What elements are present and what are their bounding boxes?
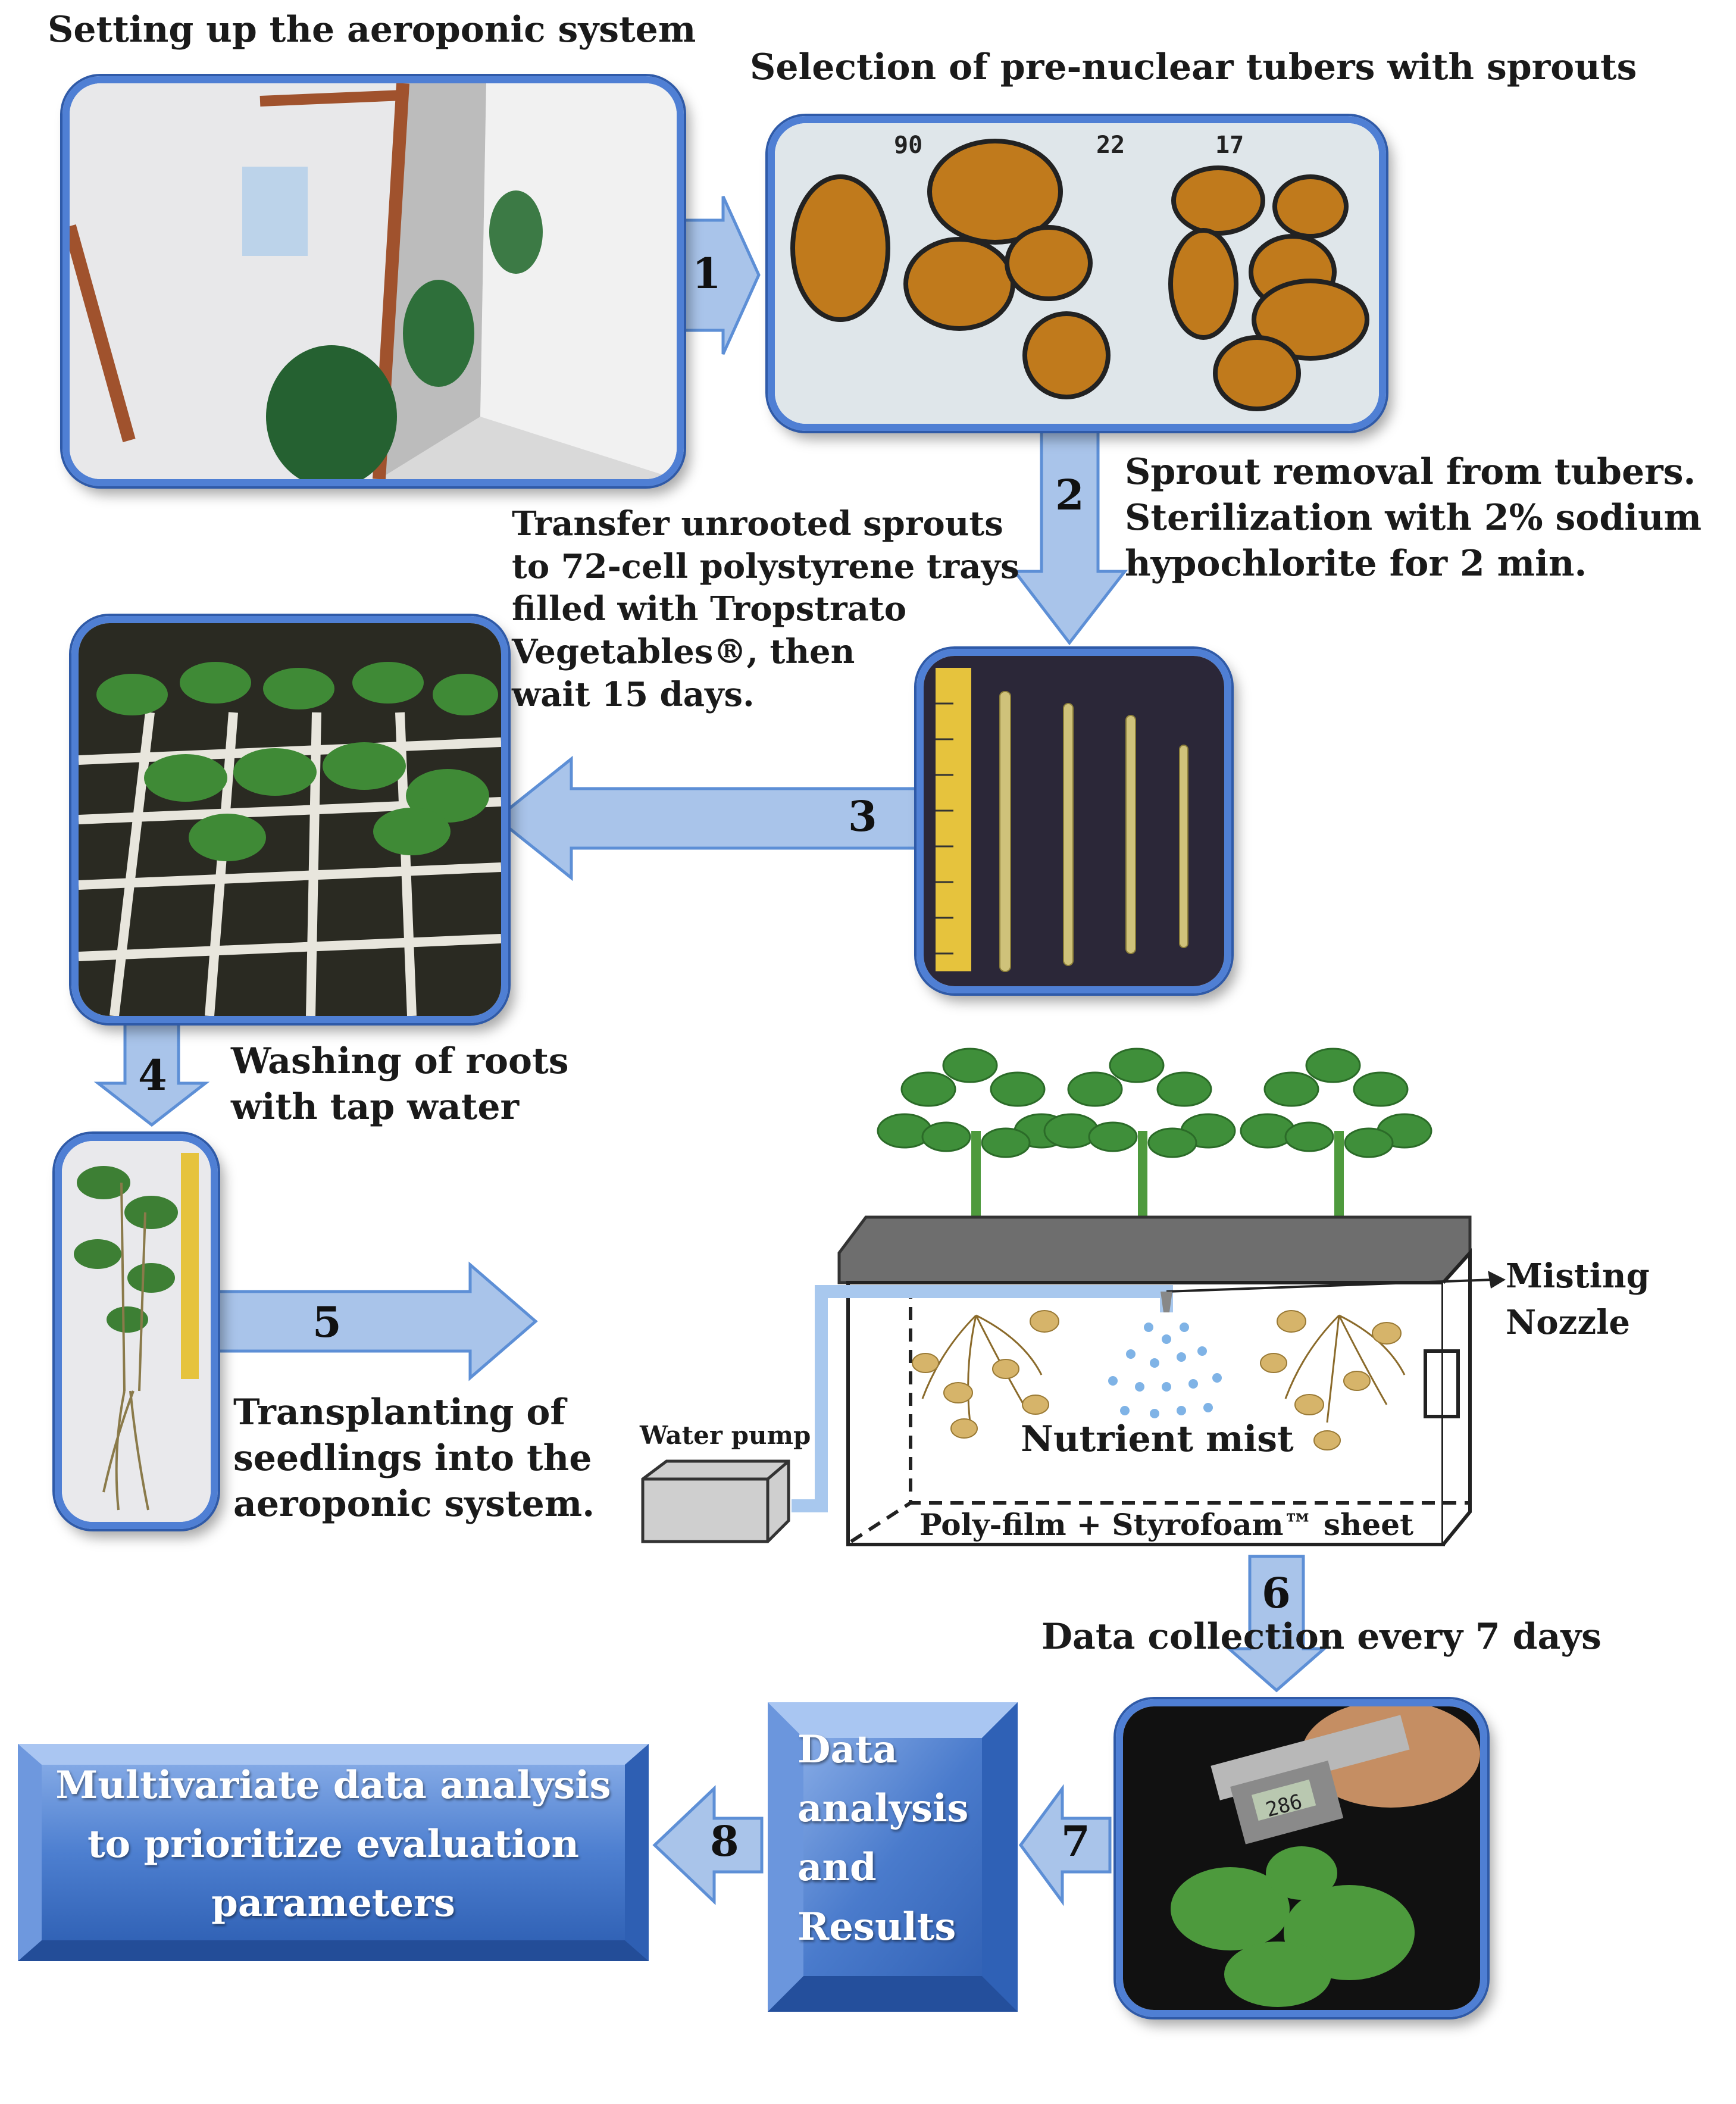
arrow-5 (215, 1261, 538, 1381)
step-number-3: 3 (848, 792, 877, 841)
arrow-6 (1225, 1555, 1328, 1693)
step-number-8: 8 (710, 1817, 739, 1866)
step4-text: Washing of roots with tap water (231, 1040, 569, 1128)
mist-droplets (1108, 1323, 1222, 1418)
tuber-label-1: 90 (894, 132, 922, 159)
step-number-6: 6 (1262, 1568, 1291, 1618)
arrow-3 (494, 755, 918, 881)
water-pump-label: Water pump (640, 1421, 811, 1450)
box-body (846, 1281, 1445, 1546)
title-setup: Setting up the aeroponic system (48, 9, 696, 51)
step-number-7: 7 (1061, 1817, 1090, 1866)
step6-text: Data collection every 7 days (1041, 1616, 1602, 1658)
nutrient-mist-label: Nutrient mist (1021, 1418, 1294, 1460)
step-number-2: 2 (1055, 470, 1084, 520)
tuber-label-2: 22 (1096, 132, 1125, 159)
box-lid (837, 1215, 1472, 1284)
step-number-4: 4 (138, 1051, 167, 1100)
photo-seedling-trays (71, 616, 508, 1023)
step2-text: Sprout removal from tubers. Sterilizatio… (1125, 451, 1702, 584)
plant-foliage (877, 1048, 1432, 1232)
multivariate-box: Multivariate data analysis to prioritize… (55, 1763, 611, 1926)
aeroponic-diagram (641, 1048, 1506, 1546)
roots-tubers (921, 1314, 1406, 1423)
step5-text: Transplanting of seedlings into the aero… (233, 1392, 595, 1525)
photo-caliper-measurement: 286 (1116, 1699, 1487, 2017)
polyfilm-label: Poly-film + Styrofoam™ sheet (919, 1507, 1414, 1542)
arrow-7 (1018, 1784, 1112, 1906)
arrow-8 (652, 1785, 764, 1905)
title-selection: Selection of pre-nuclear tubers with spr… (750, 46, 1637, 88)
photo-tubers: 90 22 17 (768, 116, 1386, 431)
data-analysis-box-shape (768, 1702, 1018, 2012)
step-number-1: 1 (692, 249, 721, 298)
photo-washed-seedling (55, 1134, 218, 1529)
photo-sprouts (917, 649, 1231, 993)
water-pump-box (641, 1459, 790, 1543)
misting-nozzle-label: Misting Nozzle (1506, 1256, 1650, 1343)
step-number-5: 5 (312, 1298, 342, 1347)
arrow-1 (683, 195, 761, 355)
arrow-2 (1011, 421, 1128, 646)
data-analysis-box: Data analysis and Results (797, 1727, 969, 1949)
tuber-label-3: 17 (1215, 132, 1244, 159)
photo-aeroponic-setup (62, 76, 684, 486)
multivariate-box-shape (18, 1744, 649, 1961)
step3-text: Transfer unrooted sprouts to 72-cell pol… (512, 504, 1019, 714)
arrow-4 (93, 1016, 210, 1127)
